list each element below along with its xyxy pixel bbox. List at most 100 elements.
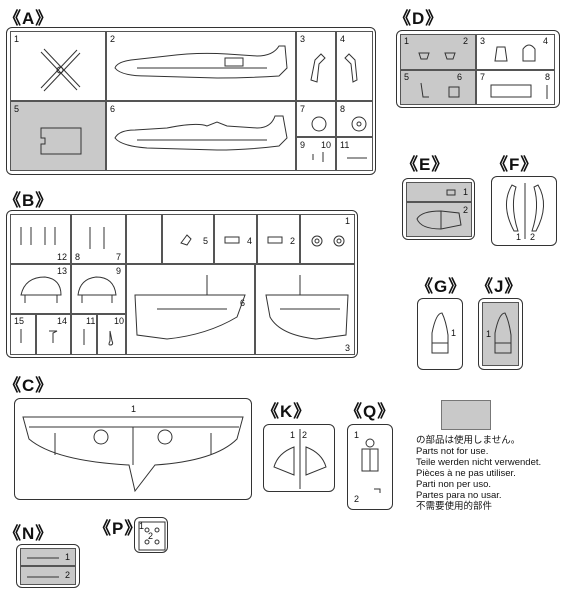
part-cell-a8: 8: [336, 101, 373, 137]
part-cell-e1: 1: [406, 182, 472, 202]
instrument-panel-parts: [490, 84, 548, 99]
propeller-part: [40, 48, 81, 92]
radiator-part-b: [267, 236, 283, 244]
group-label-a: 《A》: [4, 9, 54, 28]
part-cell-d1-2: 1 2: [400, 34, 476, 70]
group-label-c: 《C》: [4, 376, 54, 395]
part-cell-a6: 6: [106, 101, 296, 171]
sprue-frame-c: 1: [14, 398, 252, 500]
part-cell-b12: 12: [10, 214, 71, 264]
group-label-q: 《Q》: [345, 402, 396, 421]
part-cell-n2: 2: [20, 566, 76, 585]
group-label-n: 《N》: [4, 524, 54, 543]
wheel-part: [311, 116, 327, 132]
legend-line-de: Teile werden nicht verwendet.: [416, 457, 542, 468]
part-cell-a4: 4: [336, 31, 373, 101]
part-cell-a11: 11: [336, 137, 373, 171]
wheels-part: [311, 235, 345, 247]
part-cell-b9: 9: [71, 264, 126, 314]
sprue-frame-j: 1: [478, 298, 523, 370]
sprue-frame-f: 1 2: [491, 176, 557, 246]
part-cell-a7: 7: [296, 101, 336, 137]
sprue-frame-g: 1: [417, 298, 463, 370]
sprue-frame-a: 1 2 3 4 5 6: [6, 27, 376, 175]
wheel-well-part: [20, 276, 62, 303]
sprue-frame-k: 1 2: [263, 424, 335, 492]
fuselage-half-part: [114, 45, 288, 79]
fuselage-half-part-b: [114, 115, 288, 151]
sprue-frame-q: 1 2: [347, 424, 393, 510]
group-label-j: 《J》: [476, 277, 523, 296]
group-label-b: 《B》: [4, 191, 54, 210]
legend-line-ja: の部品は使用しません。: [416, 435, 521, 446]
group-label-p: 《P》: [94, 519, 143, 538]
part-cell-a3: 3: [296, 31, 336, 101]
canopy-part: [416, 210, 462, 230]
group-label-g: 《G》: [416, 277, 467, 296]
part-cell-b4: 4: [214, 214, 257, 264]
part-cell-b15: 15: [10, 314, 36, 355]
sprue-frame-n: 1 2: [16, 544, 80, 588]
small-fitting-part: [180, 234, 192, 246]
lens-part: [446, 189, 456, 196]
part-cell-d5-6: 5 6: [400, 70, 476, 105]
part-cell-b13: 13: [10, 264, 71, 314]
sprue-frame-e: 1 2: [402, 178, 475, 240]
unused-parts-swatch: [441, 400, 491, 430]
part-cell-b14: 14: [36, 314, 71, 355]
lower-wing-right-part: [265, 275, 349, 340]
part-cell-b5: 5: [162, 214, 214, 264]
lower-wing-left-part: [134, 275, 246, 340]
gunsight-parts: [418, 52, 456, 60]
tailwheel-leg-part: [310, 53, 326, 83]
spinner-part: [431, 312, 449, 354]
part-cell-b6: 6: [126, 264, 255, 355]
wheel-hub-part: [351, 116, 367, 132]
sprue-frame-p: 1 2: [134, 517, 168, 553]
seat-parts: [494, 44, 536, 62]
antenna-part: [347, 157, 367, 159]
part-cell-b3: 3: [255, 264, 355, 355]
small-pins-part: [312, 152, 324, 162]
wheel-well-part-b: [77, 276, 117, 303]
legend-line-fr: Pièces à ne pas utiliser.: [416, 468, 516, 479]
part-cell-b-empty: [126, 214, 162, 264]
legend-line-zh: 不需要使用的部件: [416, 501, 493, 512]
spinner-part-clear: [494, 312, 512, 354]
part-cell-b10: 10: [97, 314, 126, 355]
radiator-part: [224, 236, 240, 244]
undercarriage-legs-part: [89, 227, 105, 249]
aerial-mast-part: [49, 330, 58, 343]
legend-line-es: Partes para no usar.: [416, 490, 502, 501]
pitot-part: [20, 329, 22, 343]
wheel-covers-part: [273, 429, 327, 489]
group-label-k: 《K》: [262, 402, 312, 421]
part-cell-a9-10: 9 10: [296, 137, 336, 171]
part-cell-b2: 2: [257, 214, 300, 264]
part-cell-n1: 1: [20, 548, 76, 566]
part-cell-a5: 5: [10, 101, 106, 171]
part-cell-d3-4: 3 4: [476, 34, 555, 70]
part-cell-a2: 2: [106, 31, 296, 101]
part-cell-j1: 1: [482, 302, 519, 366]
part-cell-e2: 2: [406, 202, 472, 237]
gun-barrels-part: [20, 227, 56, 245]
tailwheel-leg-part-b: [344, 53, 358, 83]
part-cell-b8-7: 8 7: [71, 214, 126, 264]
part-cell-d7-8: 7 8: [476, 70, 555, 105]
exhaust-stacks-part: [506, 183, 544, 239]
sprue-frame-b: 12 8 7 5 4 2 1 13 9 6 3 15: [6, 210, 358, 358]
control-stick-parts: [420, 82, 460, 98]
legend-line-en: Parts not for use.: [416, 446, 489, 457]
canopy-cover-part: [40, 127, 82, 155]
part-cell-b1: 1: [300, 214, 355, 264]
upper-wing-part: [22, 416, 244, 493]
group-label-f: 《F》: [491, 155, 539, 174]
part-cell-a1: 1: [10, 31, 106, 101]
sprue-frame-d: 1 2 3 4 5 6 7 8: [396, 30, 560, 108]
rod-part: [83, 329, 85, 345]
part-cell-b11: 11: [71, 314, 97, 355]
pilot-figure-part: [361, 438, 381, 493]
legend-line-it: Parti non per uso.: [416, 479, 491, 490]
group-label-e: 《E》: [401, 155, 450, 174]
